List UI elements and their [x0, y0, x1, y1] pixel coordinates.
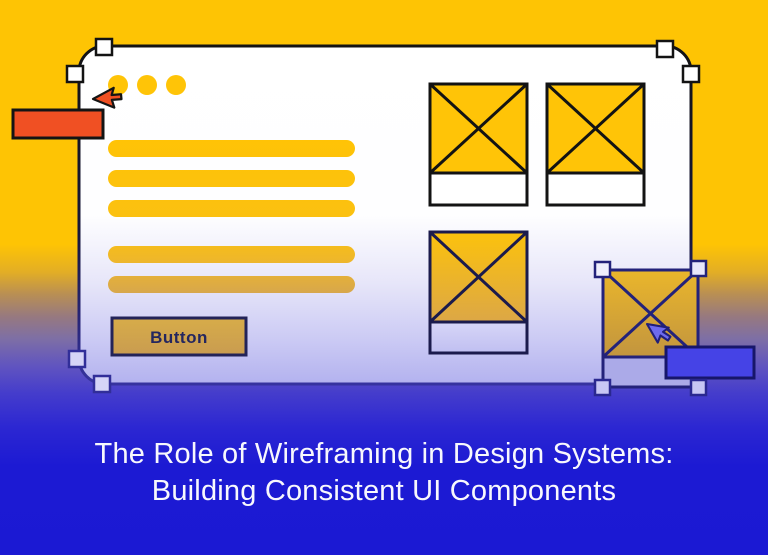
text-line-bar — [108, 276, 355, 293]
blue-cursor-icon — [645, 322, 672, 344]
selection-handle — [689, 259, 708, 278]
orange-accent-rect — [11, 108, 105, 140]
selection-handle — [689, 378, 708, 397]
page-title-line1: The Role of Wireframing in Design System… — [94, 438, 674, 470]
wireframe-button-label: Button — [150, 328, 208, 347]
selection-handle — [67, 349, 87, 369]
text-line-bar — [108, 140, 355, 157]
selection-handle — [681, 64, 701, 84]
window-selection-handles — [65, 37, 701, 394]
selection-handle — [65, 64, 85, 84]
selection-handle — [593, 260, 612, 279]
image-placeholder — [428, 82, 529, 207]
image-placeholder — [545, 82, 646, 207]
window-dot — [137, 75, 157, 95]
selection-handle — [94, 37, 114, 57]
text-line-bar — [108, 200, 355, 217]
image-placeholder-selected — [601, 268, 700, 389]
image-placeholder — [428, 230, 529, 355]
selection-handle — [655, 39, 675, 59]
selection-handle — [593, 378, 612, 397]
wireframe-button: Button — [110, 316, 248, 357]
window-dots — [108, 75, 186, 95]
card-selection-handles — [593, 259, 708, 397]
selection-handle — [92, 374, 112, 394]
text-line-bar — [108, 246, 355, 263]
orange-cursor-icon — [91, 86, 123, 109]
text-line-bars — [108, 140, 355, 293]
page-title: The Role of Wireframing in Design System… — [0, 436, 768, 510]
blue-accent-rect — [664, 345, 756, 380]
page-title-line2: Building Consistent UI Components — [151, 475, 617, 507]
window-dot — [166, 75, 186, 95]
text-line-bar — [108, 170, 355, 187]
wireframe-window — [77, 44, 693, 386]
